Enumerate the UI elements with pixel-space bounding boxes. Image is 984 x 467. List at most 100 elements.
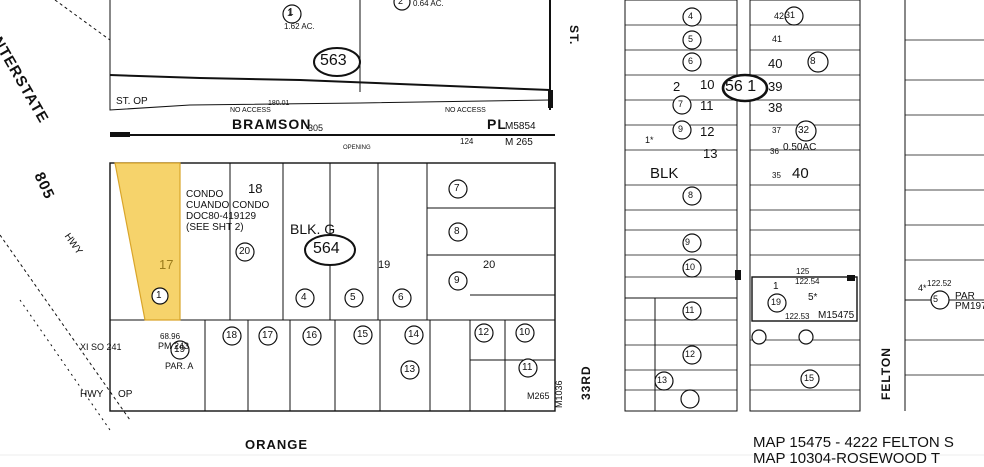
dim-label: 124	[460, 137, 474, 146]
block-g-label: BLK. G	[290, 221, 336, 237]
parcel-circle-label: 19	[771, 297, 782, 307]
parcel-number: 12	[700, 124, 715, 139]
parcel-number: 2	[673, 79, 681, 94]
map-page-563-oval	[313, 47, 361, 77]
st-top-label: ST.	[567, 25, 581, 46]
m265-top-label: M 265	[505, 137, 533, 148]
hwy-bottom-label: HWY	[80, 389, 104, 400]
parcel-number: 11	[700, 98, 714, 113]
dim-label: 122.53	[785, 312, 810, 321]
parcel-number: 1	[773, 281, 779, 292]
pm243-label: PM 243	[158, 341, 190, 351]
parcel-number: 10	[700, 77, 715, 92]
parcel-circle-label: 12	[478, 327, 490, 338]
map-page-561-oval	[721, 73, 769, 103]
parcel-circle-label: 8	[810, 56, 816, 67]
dim-label: 125	[796, 267, 810, 276]
blk-label: BLK	[650, 165, 679, 182]
parcel-circle-label: 1	[156, 290, 162, 301]
parcel-circle-label: 31	[785, 10, 796, 20]
right-block-a	[624, 0, 738, 412]
m1036-label: M1036	[554, 380, 564, 408]
bramson-number: 305	[308, 123, 324, 133]
no-access-label: NO ACCESS	[445, 107, 486, 114]
parcel-circle-label: 7	[678, 99, 684, 109]
no-access-label: NO ACCESS	[230, 107, 271, 114]
parcel-number: 41	[772, 34, 783, 44]
map-15475-outline	[751, 276, 858, 322]
parcel-circle-label: 6	[688, 56, 694, 66]
felton-street-label: FELTON	[879, 347, 893, 400]
highlighted-parcel-17[interactable]	[114, 162, 181, 321]
orange-street-label: ORANGE	[245, 437, 309, 452]
par-a-label: PAR. A	[165, 361, 194, 371]
dim-label: 122.52	[927, 279, 952, 288]
one-star-label: 1*	[645, 135, 654, 145]
st-op-label: ST. OP	[116, 96, 148, 107]
parcel-circle-label: 5	[933, 294, 939, 304]
bramson-pl-label: PL	[487, 116, 507, 132]
interstate-top-edge	[54, 0, 111, 41]
parcel-number: 38	[768, 100, 783, 115]
parcel-circle-label: 10	[519, 327, 531, 338]
xi-so-label: XI SO 241	[80, 342, 122, 352]
parcel-number: 35	[772, 171, 781, 180]
m5854-label: M5854	[505, 121, 536, 132]
parcel-circle-label: 18	[226, 330, 238, 341]
parcel-circle-label: 12	[685, 349, 696, 359]
footer-map-line-2: MAP 10304-ROSEWOOD T	[753, 450, 941, 467]
opening-label: OPENING	[343, 145, 371, 151]
op-label: OP	[118, 389, 133, 400]
ink-bar	[847, 275, 855, 281]
acreage-label: 0.50AC	[783, 142, 817, 153]
parcel-circle-label: 19	[174, 344, 186, 355]
parcel-number: 13	[703, 146, 718, 161]
interstate-edge	[0, 234, 131, 421]
parcel-number: 39	[768, 79, 783, 94]
ink-bar	[110, 132, 130, 137]
upper-block-south-line	[109, 74, 551, 91]
four-star-label: 4*	[918, 283, 927, 293]
parcel-number: 1	[288, 7, 294, 18]
map-page-563: 563	[320, 52, 347, 69]
parcel-circle-label: 9	[454, 275, 460, 286]
ink-bar	[548, 90, 553, 108]
parcel-number: 36	[770, 147, 779, 156]
dim-label: 180.01	[268, 100, 290, 107]
doc-label: DOC80-419129	[186, 211, 257, 222]
see-sheet-label: (SEE SHT 2)	[186, 222, 244, 233]
dim-label: 68.96	[160, 332, 181, 341]
parcel-circle-label: 10	[685, 262, 696, 272]
parcel-circle-label: 9	[685, 237, 691, 247]
m15475-label: M15475	[818, 310, 855, 321]
footer-map-line-1: MAP 15475 - 4222 FELTON S	[753, 434, 954, 451]
parcel-circle-label: 4	[688, 11, 694, 21]
parcel-circle-label: 6	[398, 292, 404, 303]
parcel-circles	[151, 0, 950, 409]
parcel-circle-label: 11	[685, 305, 695, 315]
parcel-circle-label: 17	[262, 330, 274, 341]
map-page-561: 56 1	[725, 78, 757, 95]
parcel-circle-label: 15	[804, 373, 815, 383]
parcel-circle-label: 8	[454, 226, 460, 237]
pm197-label: PM197	[955, 301, 984, 312]
condo-label: CONDO	[186, 189, 224, 200]
map-page-564: 564	[313, 240, 340, 257]
parcel-circle-label: 8	[688, 190, 694, 200]
acreage-label: 0.64 AC.	[413, 0, 444, 8]
parcel-circle-label: 15	[357, 329, 369, 340]
parcel-circle-label: 20	[239, 246, 251, 257]
parcel-circle-label: 14	[408, 329, 420, 340]
five-star-label: 5*	[808, 292, 818, 303]
ink-bar	[735, 270, 741, 280]
parcel-circle-label: 16	[306, 330, 318, 341]
parcel-circle-label: 9	[678, 124, 684, 134]
parcel-number: 19	[378, 259, 391, 271]
parcel-circle-label: 13	[404, 364, 416, 375]
parcel-circle-label: 13	[657, 375, 668, 385]
parcel-number: 40	[768, 56, 783, 71]
map-page-564-oval	[304, 234, 356, 266]
parcel-number: 37	[772, 126, 781, 135]
